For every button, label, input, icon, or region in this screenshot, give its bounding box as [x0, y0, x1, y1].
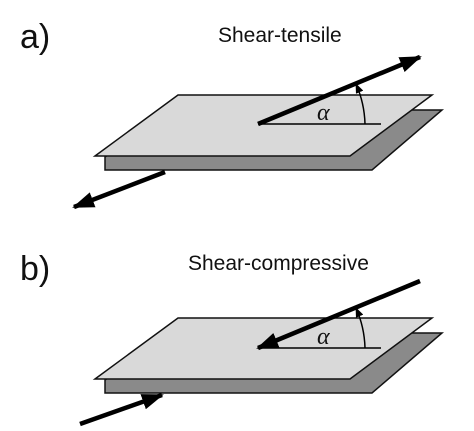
panel-b-letter: b)	[20, 250, 50, 288]
panel-a: a) Shear-tensile α	[20, 18, 445, 210]
panel-a-lower-force-arrow	[72, 169, 166, 210]
panel-a-upper-plate	[92, 94, 435, 157]
panel-a-title: Shear-tensile	[218, 24, 342, 47]
panel-a-angle-arc	[355, 83, 366, 125]
panel-b: b) Shear-compressive α	[20, 250, 445, 427]
panel-b-lower-force-arrow	[79, 392, 164, 427]
panel-b-upper-force-arrow	[256, 278, 421, 351]
panel-b-title: Shear-compressive	[188, 252, 369, 275]
panel-b-alpha-label: α	[317, 324, 330, 350]
panel-a-letter: a)	[20, 18, 50, 56]
panel-a-alpha-label: α	[317, 100, 330, 126]
panel-b-angle-arc	[355, 307, 366, 349]
panel-a-upper-force-arrow	[257, 54, 422, 127]
